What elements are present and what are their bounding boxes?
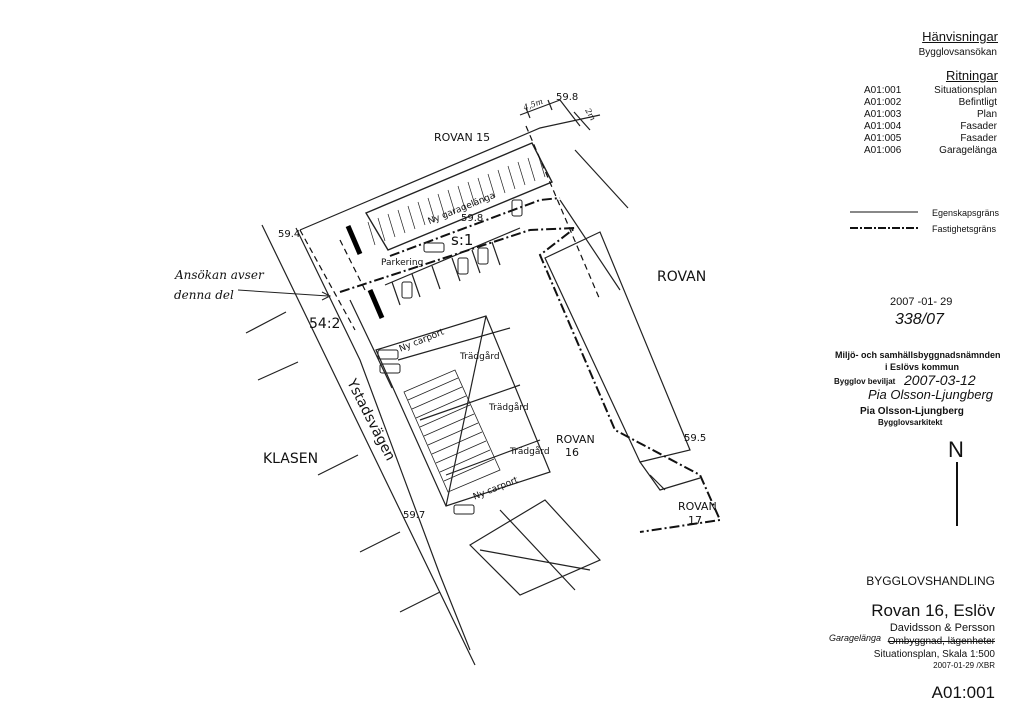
label-klasen: KLASEN — [263, 451, 319, 467]
north-arrow-icon — [956, 462, 958, 526]
elevation-label: 59.7 — [403, 510, 426, 521]
stamp-granted-date: 2007-03-12 — [904, 372, 976, 388]
drawings-heading: Ritningar — [945, 68, 998, 83]
handwritten-note: denna del — [174, 288, 234, 302]
legend-label: Fastighetsgräns — [932, 224, 997, 234]
stamp-case-number: 338/07 — [895, 311, 944, 328]
drawing-code: A01:003 — [864, 109, 902, 120]
legend-label: Egenskapsgräns — [932, 208, 1000, 218]
stamp-title: Bygglovsarkitekt — [878, 418, 943, 427]
rovan16-building — [375, 315, 551, 507]
label-rovan15: ROVAN 15 — [434, 131, 491, 144]
elevation-label: 59.4 — [278, 229, 301, 240]
label-garden-3: Trädgård — [510, 447, 550, 457]
rovan-east-building — [544, 231, 691, 463]
drawing-status: BYGGLOVSHANDLING — [866, 574, 995, 588]
label-rovan: ROVAN — [657, 269, 707, 285]
road-edge-east — [295, 227, 471, 651]
drawing-number: A01:001 — [931, 683, 995, 702]
plan-boundary-dashed — [299, 125, 601, 331]
drawing-code: A01:004 — [864, 121, 902, 132]
label-parcel: 54:2 — [309, 316, 341, 332]
parking-spaces — [384, 227, 521, 306]
drawing-date-ref: 2007-01-29 /XBR — [933, 661, 995, 670]
drawing-name: Fasader — [960, 121, 997, 132]
road-edge-inner — [349, 299, 393, 389]
stamp-authority-line1: Miljö- och samhällsbyggnadsnämnden — [835, 350, 1001, 360]
stamp-granted-label: Bygglov beviljat — [834, 377, 896, 386]
struck-description: Ombyggnad, lägenheter — [887, 636, 995, 647]
drawing-code: A01:002 — [864, 97, 902, 108]
drawing-name: Situationsplan — [934, 85, 997, 96]
drawing-name: Plan — [976, 109, 997, 120]
north-arrow-label: N — [948, 437, 964, 462]
legend-line-dashdot — [850, 227, 918, 229]
elevation-label: 59.8 — [556, 92, 579, 103]
property-boundary — [339, 226, 722, 533]
elevation-label: 59.8 — [461, 213, 484, 224]
label-garden-2: Trädgård — [489, 403, 529, 413]
new-garage-row — [364, 142, 553, 251]
stamp-authority-line2: i Eslövs kommun — [885, 362, 960, 372]
label-lot: s:1 — [451, 231, 474, 249]
label-parkering: Parkering — [381, 258, 424, 268]
stamp-name: Pia Olsson-Ljungberg — [860, 406, 964, 417]
shed-lower — [469, 499, 602, 596]
legend-line-solid — [850, 211, 918, 213]
project-title: Rovan 16, Eslöv — [871, 601, 995, 620]
label-rovan16: ROVAN — [556, 433, 595, 446]
client-name: Davidsson & Persson — [889, 622, 995, 634]
drawing-name: Befintligt — [958, 97, 997, 108]
elevation-label: 59.5 — [684, 433, 707, 444]
references-item: Bygglovsansökan — [918, 47, 997, 58]
references-heading: Hänvisningar — [922, 29, 998, 44]
stamp-date: 2007 -01- 29 — [890, 296, 953, 308]
drawing-code: A01:001 — [864, 85, 902, 96]
label-rovan17-number: 17 — [688, 514, 702, 527]
drawing-description: Situationsplan, Skala 1:500 — [873, 649, 995, 660]
label-garden-1: Trädgård — [460, 352, 500, 362]
site-plan-drawing — [237, 99, 722, 666]
label-rovan17: ROVAN — [678, 500, 717, 513]
drawing-code: A01:006 — [864, 145, 902, 156]
stamp-signature: Pia Olsson-Ljungberg — [868, 387, 994, 402]
handwritten-note: Ansökan avser — [175, 268, 264, 282]
drawing-name: Fasader — [960, 133, 997, 144]
handwritten-replacement: Garagelänga — [829, 633, 882, 643]
label-rovan16-number: 16 — [565, 446, 579, 459]
drawing-code: A01:005 — [864, 133, 902, 144]
drawing-name: Garagelänga — [939, 145, 997, 156]
